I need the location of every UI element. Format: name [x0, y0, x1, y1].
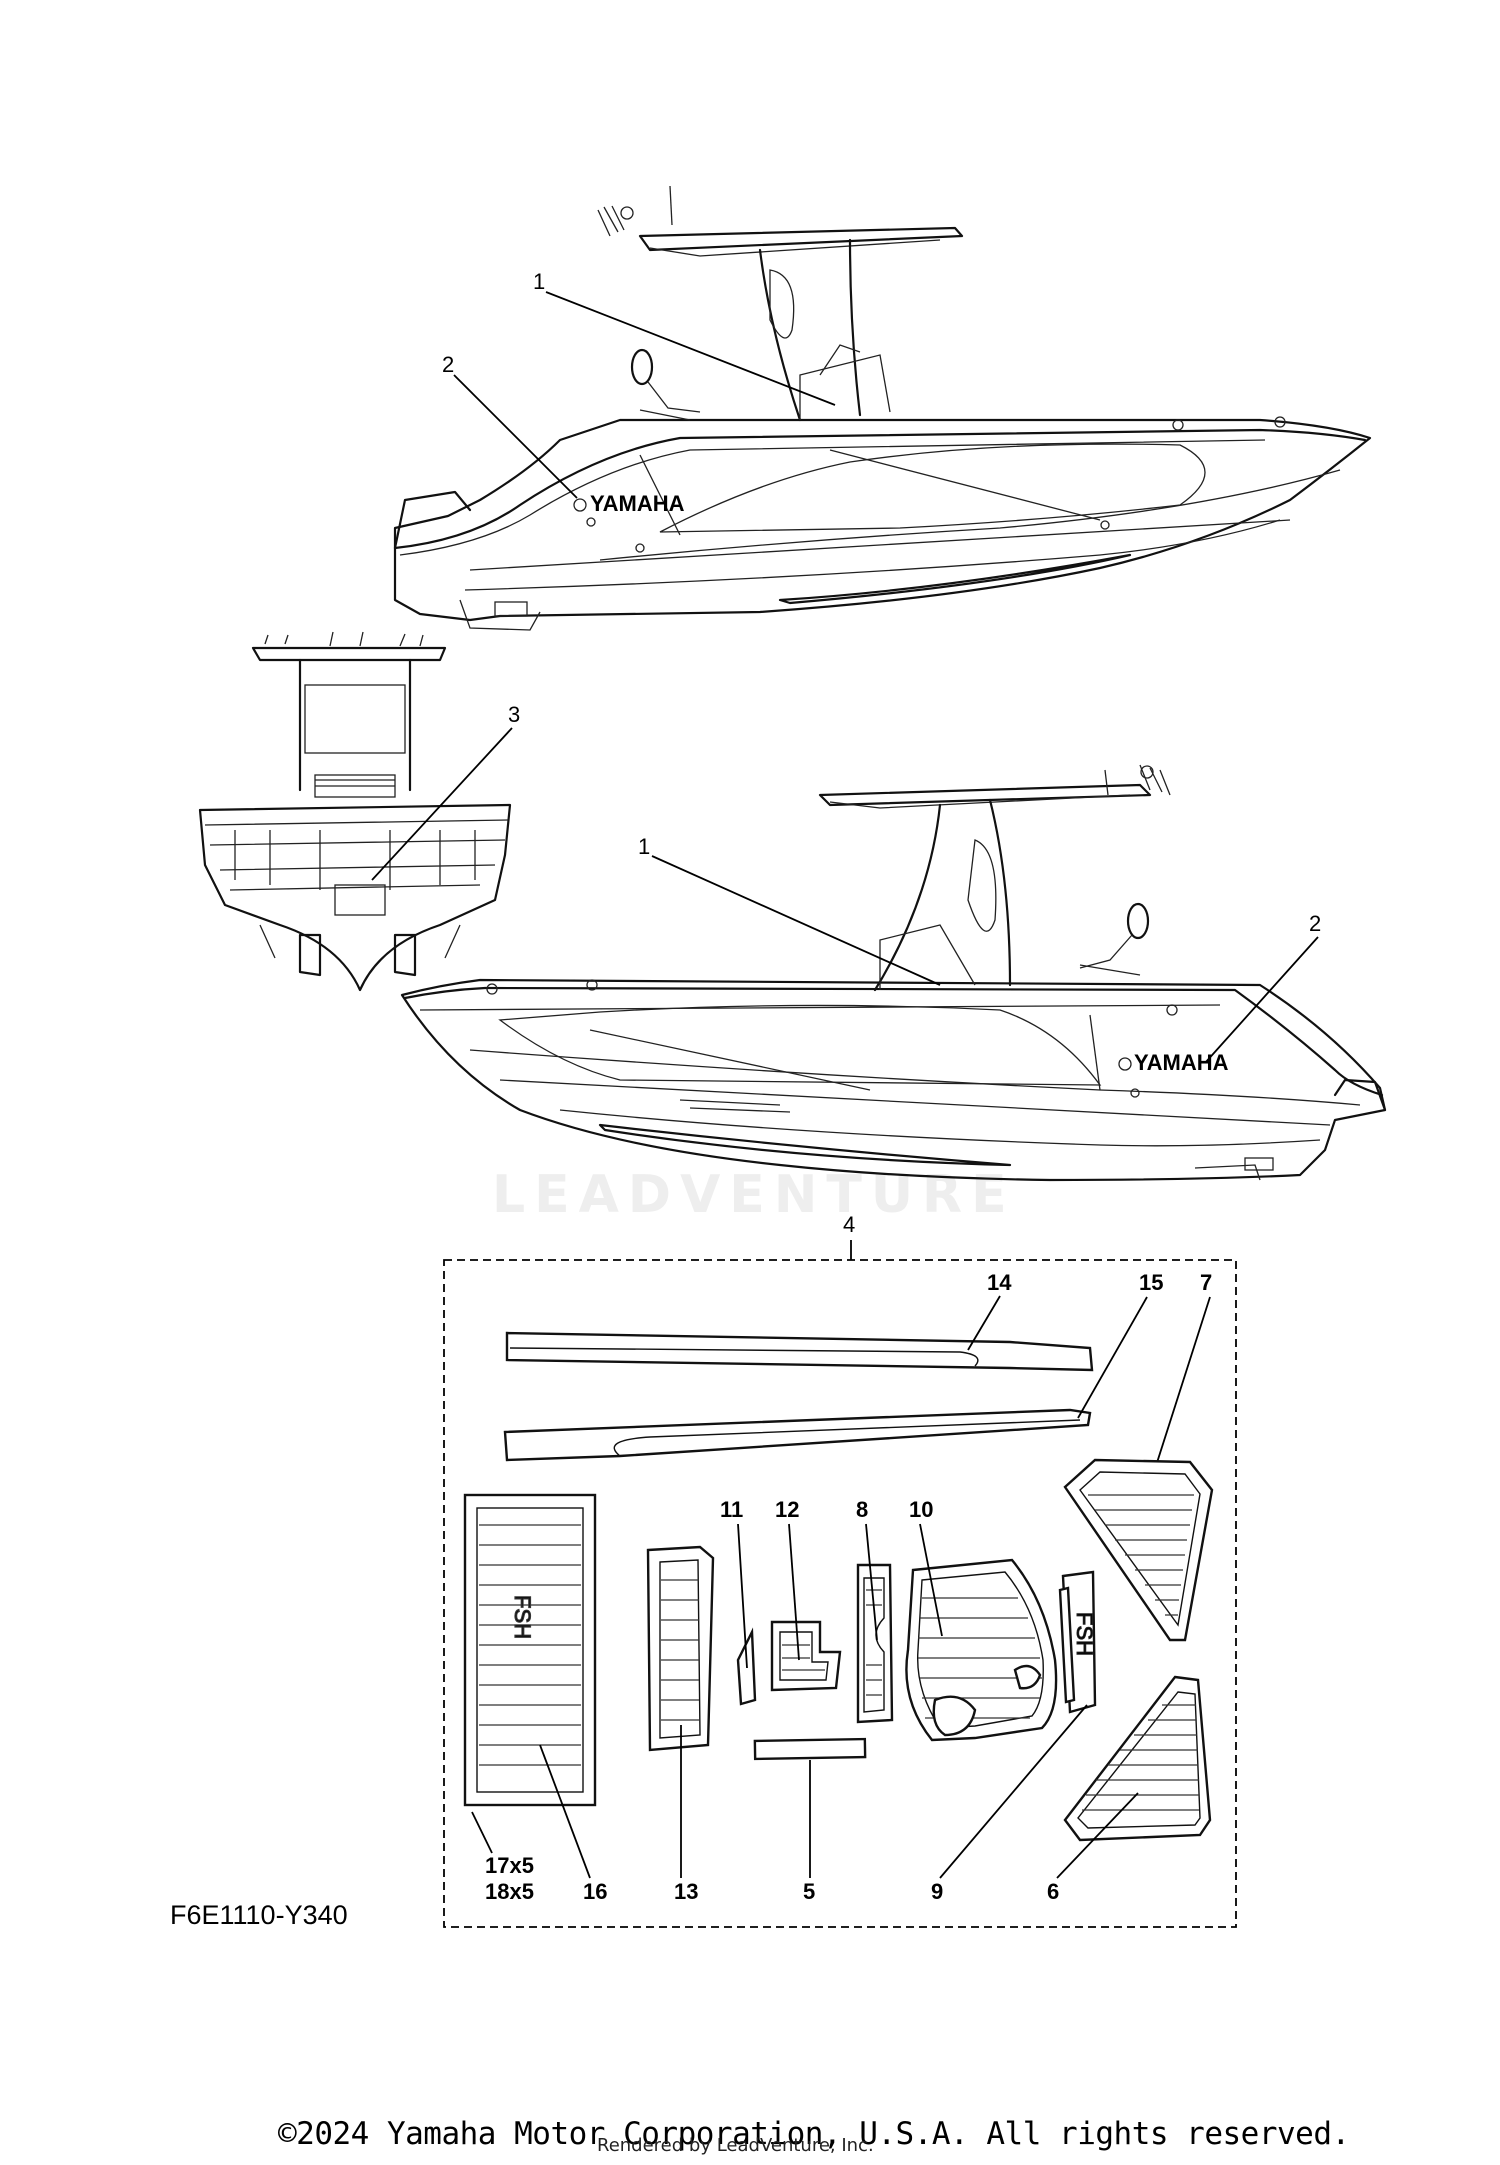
deck-pad-16: FSH — [463, 1493, 597, 1807]
leader-8 — [865, 1523, 878, 1641]
deck-pad-12 — [770, 1620, 842, 1692]
callout-14: 14 — [987, 1270, 1012, 1295]
boat-side-view-mid: YAMAHA — [400, 764, 1387, 1182]
leader-1-top — [545, 291, 836, 406]
callout-7: 7 — [1200, 1270, 1212, 1295]
callout-13: 13 — [674, 1879, 698, 1904]
callout-16: 16 — [583, 1879, 607, 1904]
callout-12: 12 — [775, 1497, 799, 1522]
leader-12 — [788, 1523, 800, 1661]
callout-3: 3 — [508, 702, 520, 727]
rendered-by: Rendered by LeadVenture, Inc. — [597, 2135, 874, 2156]
deck-pad-10 — [905, 1558, 1058, 1742]
leader-10 — [919, 1523, 943, 1637]
deck-pad-13 — [646, 1545, 715, 1752]
deck-pad-7 — [1063, 1458, 1214, 1642]
callout-1-mid: 1 — [638, 834, 650, 859]
decal-9: FSH — [1058, 1570, 1098, 1714]
stripe-decals — [503, 1331, 1094, 1462]
callout-10: 10 — [909, 1497, 933, 1522]
leader-17-18 — [471, 1811, 493, 1854]
leader-6 — [1056, 1792, 1139, 1879]
hull-brand-top: YAMAHA — [590, 491, 685, 516]
leader-11 — [737, 1523, 748, 1669]
diagram-code: F6E1110-Y340 — [170, 1900, 348, 1930]
decal-word-16: FSH — [510, 1595, 535, 1639]
deck-pad-8 — [856, 1563, 894, 1724]
callout-18x5: 18x5 — [485, 1879, 534, 1904]
leader-1-mid — [651, 855, 941, 986]
boat-stern-view — [198, 631, 512, 992]
callout-1-top: 1 — [533, 269, 545, 294]
decal-kit-frame — [443, 1259, 1237, 1928]
callout-11: 11 — [720, 1497, 743, 1522]
leader-14 — [967, 1295, 1001, 1351]
boat-side-view-top: YAMAHA — [393, 185, 1372, 631]
leader-15 — [1077, 1296, 1148, 1419]
callout-9: 9 — [931, 1879, 943, 1904]
leader-16 — [539, 1744, 591, 1879]
copyright-notice: ©2024 Yamaha Motor Corporation, U.S.A. A… — [278, 2116, 1350, 2152]
callout-6: 6 — [1047, 1879, 1059, 1904]
leader-9 — [939, 1704, 1088, 1879]
leader-2-top — [453, 374, 578, 499]
callout-4: 4 — [843, 1212, 855, 1237]
callout-8: 8 — [856, 1497, 868, 1522]
decal-5 — [753, 1737, 867, 1761]
leader-2-mid — [1204, 936, 1319, 1064]
callout-15: 15 — [1139, 1270, 1163, 1295]
decal-word-9: FSH — [1072, 1612, 1097, 1656]
callout-2-top: 2 — [442, 352, 454, 377]
callout-17x5: 17x5 — [485, 1853, 534, 1878]
callout-2-mid: 2 — [1309, 911, 1321, 936]
deck-pad-6 — [1063, 1675, 1212, 1842]
leader-3 — [371, 727, 513, 881]
callout-5: 5 — [803, 1879, 815, 1904]
